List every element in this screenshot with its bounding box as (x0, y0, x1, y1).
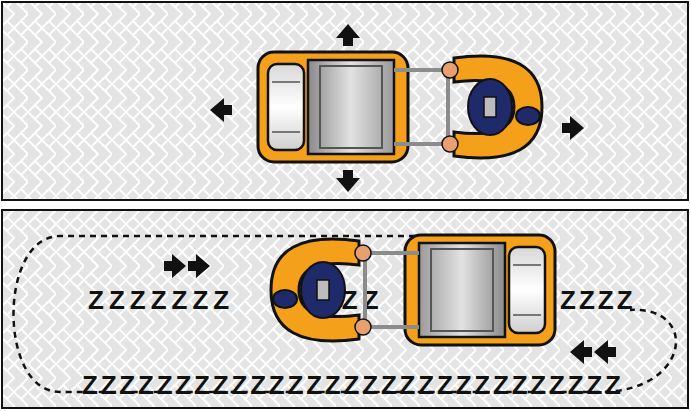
direction-arrows (210, 24, 584, 192)
compaction-pass: ZZZZ (300, 287, 384, 313)
bottom-panel (2, 210, 688, 408)
compaction-pass: ZZZZZZZZZZZZZZZZZZZZZZZZZZZZZ (82, 372, 624, 398)
compaction-pass: ZZZZ (560, 287, 636, 313)
plate-compactor (271, 235, 555, 345)
travel-arrows (164, 254, 616, 364)
compaction-pass: ZZZZZZZ (88, 287, 234, 313)
top-panel (2, 2, 688, 200)
plate-compactor (258, 52, 542, 162)
travel-path (14, 236, 676, 392)
